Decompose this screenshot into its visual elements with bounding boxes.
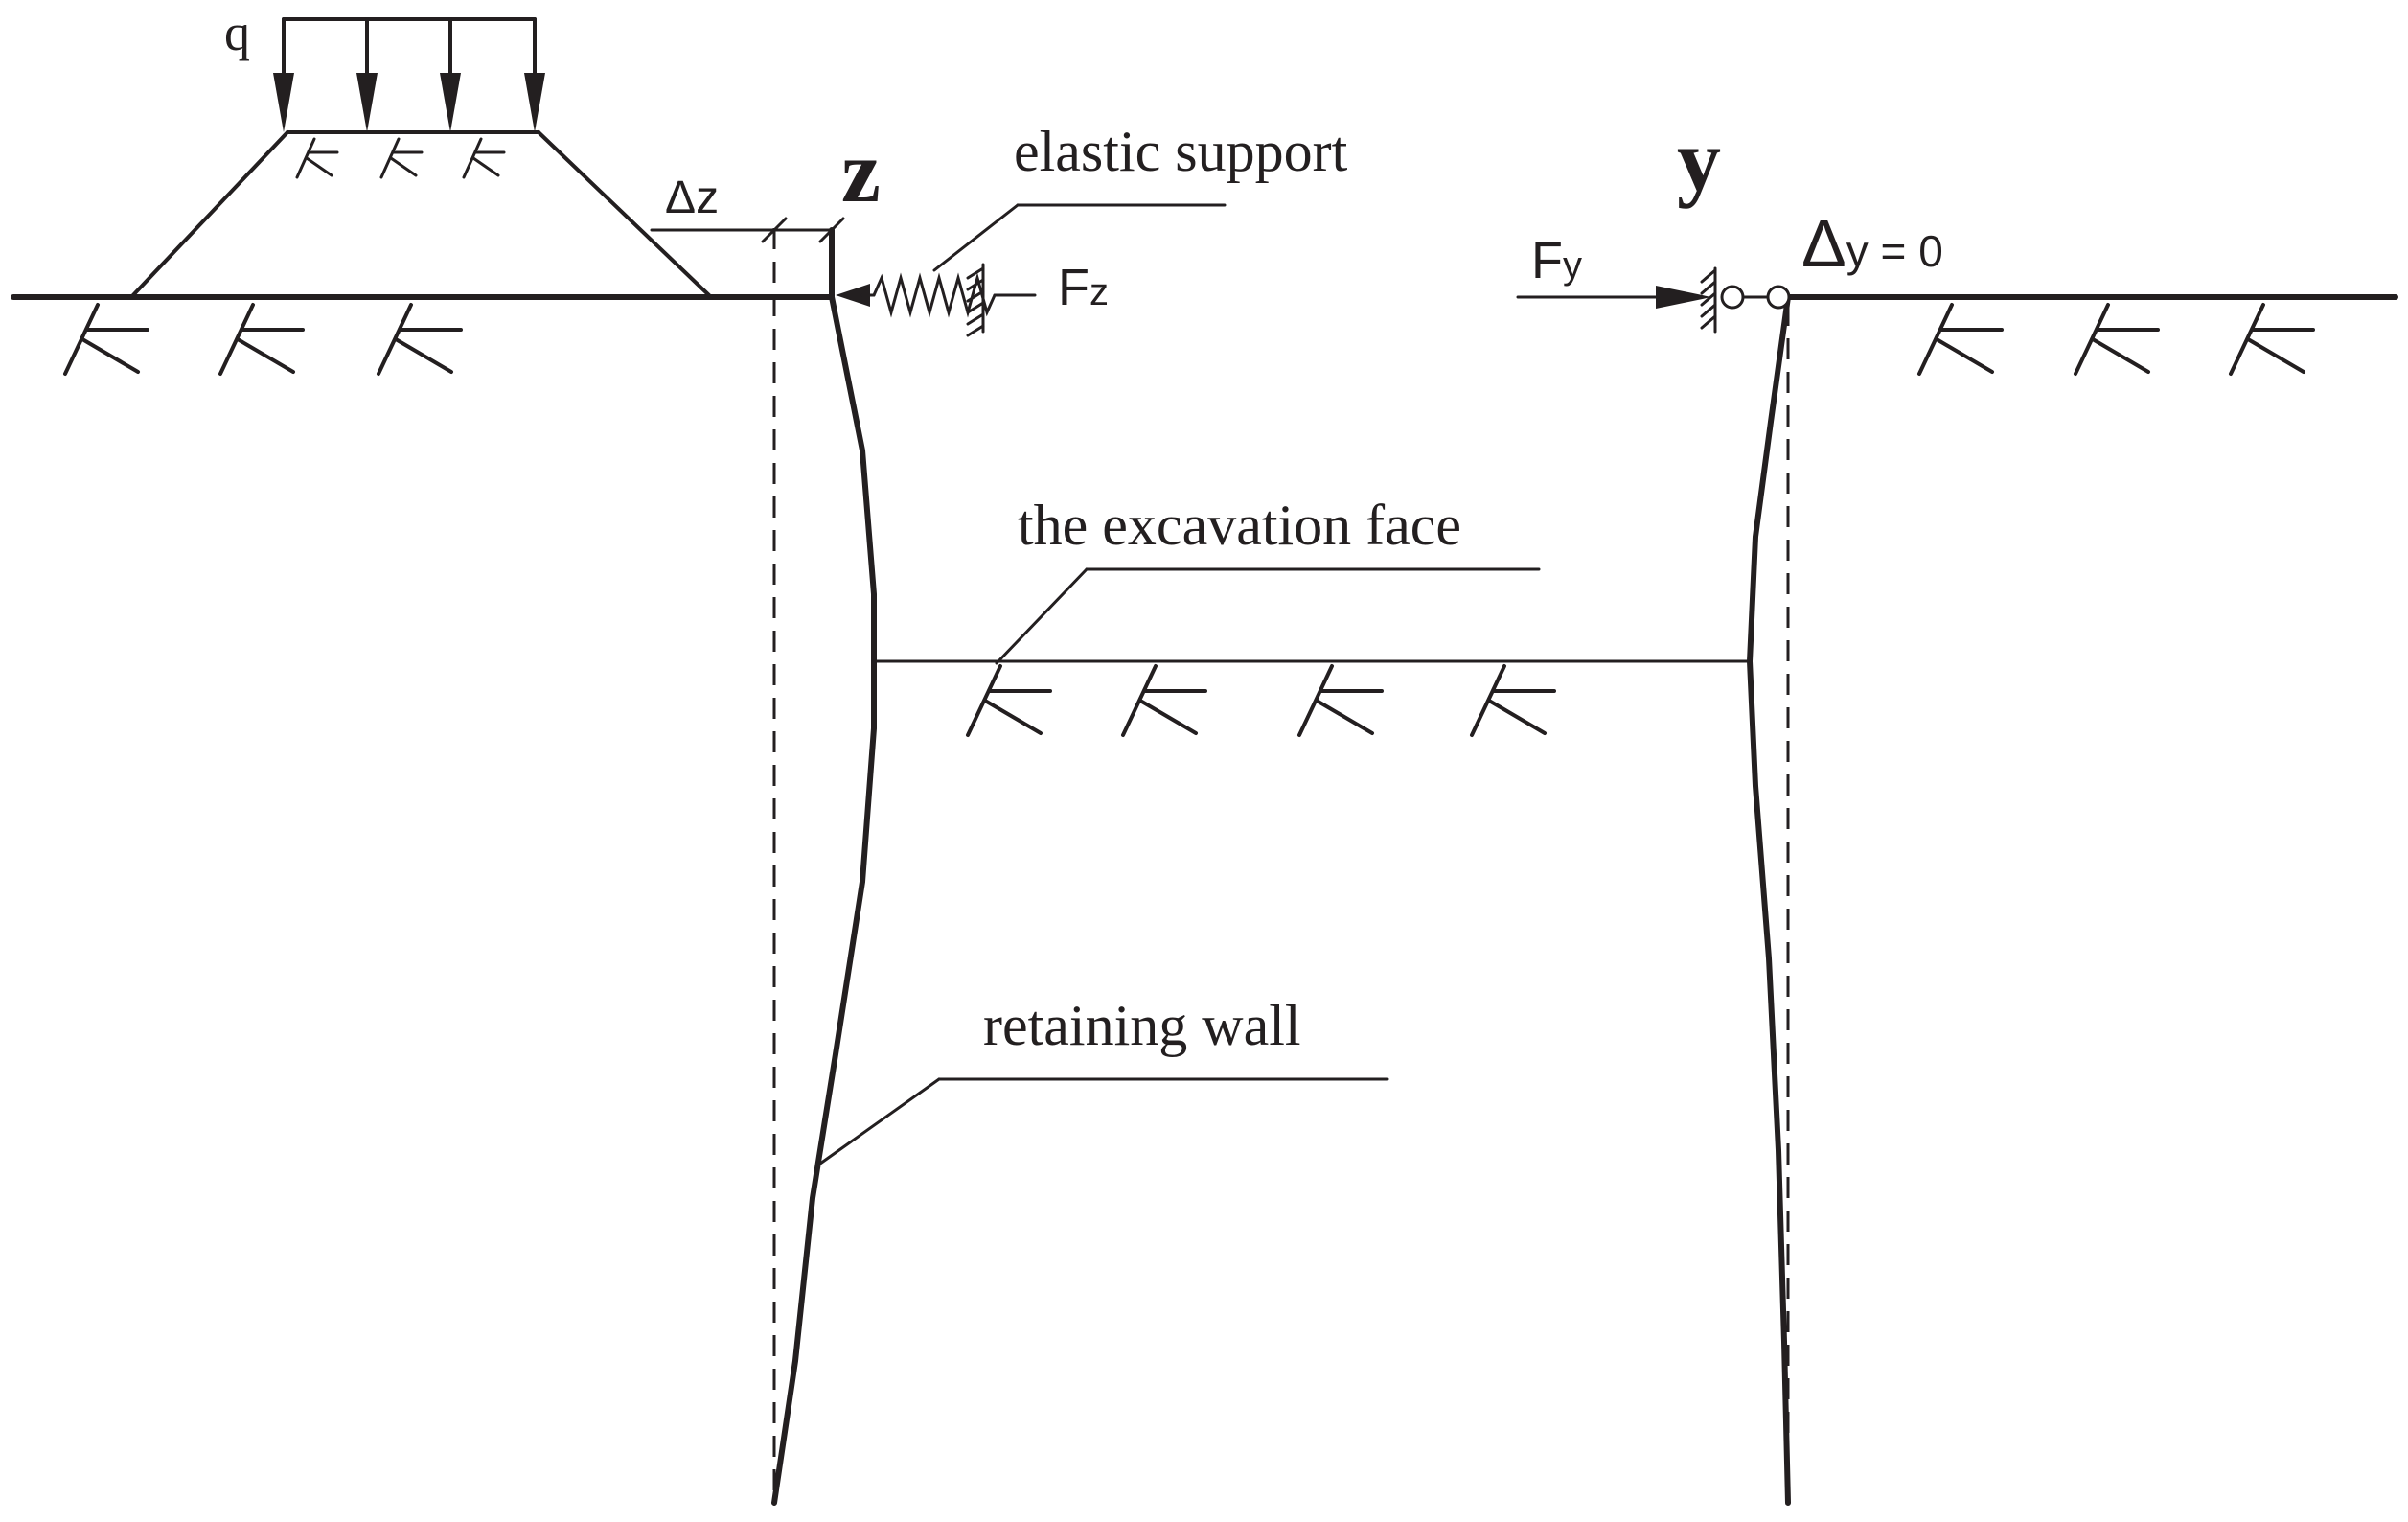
right-wall-deformed <box>1747 294 1791 1506</box>
elastic-support-label: elastic support <box>1014 120 1348 183</box>
force-y-subscript: y <box>1563 244 1582 287</box>
force-y-label: Fy <box>1531 232 1582 289</box>
retaining-wall-callout: retaining wall <box>818 994 1389 1165</box>
delta-z-label: Δz <box>665 173 719 223</box>
force-y-arrow <box>1516 286 1711 309</box>
delta-y-symbol: Δ <box>1801 206 1846 281</box>
elastic-support-spring <box>836 263 1037 337</box>
roller-hinge-left <box>1720 285 1745 310</box>
surcharge-embankment <box>129 130 713 299</box>
load-q-label: q <box>224 4 250 61</box>
force-z-base: F <box>1058 259 1089 316</box>
delta-z-dimension: Δz <box>650 173 845 243</box>
force-z-subscript: z <box>1089 271 1109 313</box>
fixed-roller-support <box>1700 266 1791 334</box>
excavation-face-callout: the excavation face <box>995 494 1541 665</box>
force-y-base: F <box>1531 232 1563 289</box>
soil-hatch-left <box>63 303 463 376</box>
left-wall-deformed <box>771 294 877 1506</box>
soil-hatch-excavation <box>966 664 1556 737</box>
force-z-label: Fz <box>1058 259 1109 316</box>
distributed-load-q: q <box>224 4 545 132</box>
delta-y-label: Δy = 0 <box>1801 206 1943 281</box>
elastic-support-callout: elastic support <box>932 120 1348 272</box>
y-axis-label: y <box>1677 111 1721 209</box>
soil-hatch-right <box>1917 303 2315 376</box>
z-axis-label: z <box>841 123 881 220</box>
delta-y-equation: y = 0 <box>1846 226 1943 276</box>
excavation-face-label: the excavation face <box>1018 494 1461 557</box>
soil-hatch-embankment <box>295 137 506 179</box>
roller-hinge-right <box>1766 285 1791 310</box>
retaining-wall-label: retaining wall <box>983 994 1301 1057</box>
